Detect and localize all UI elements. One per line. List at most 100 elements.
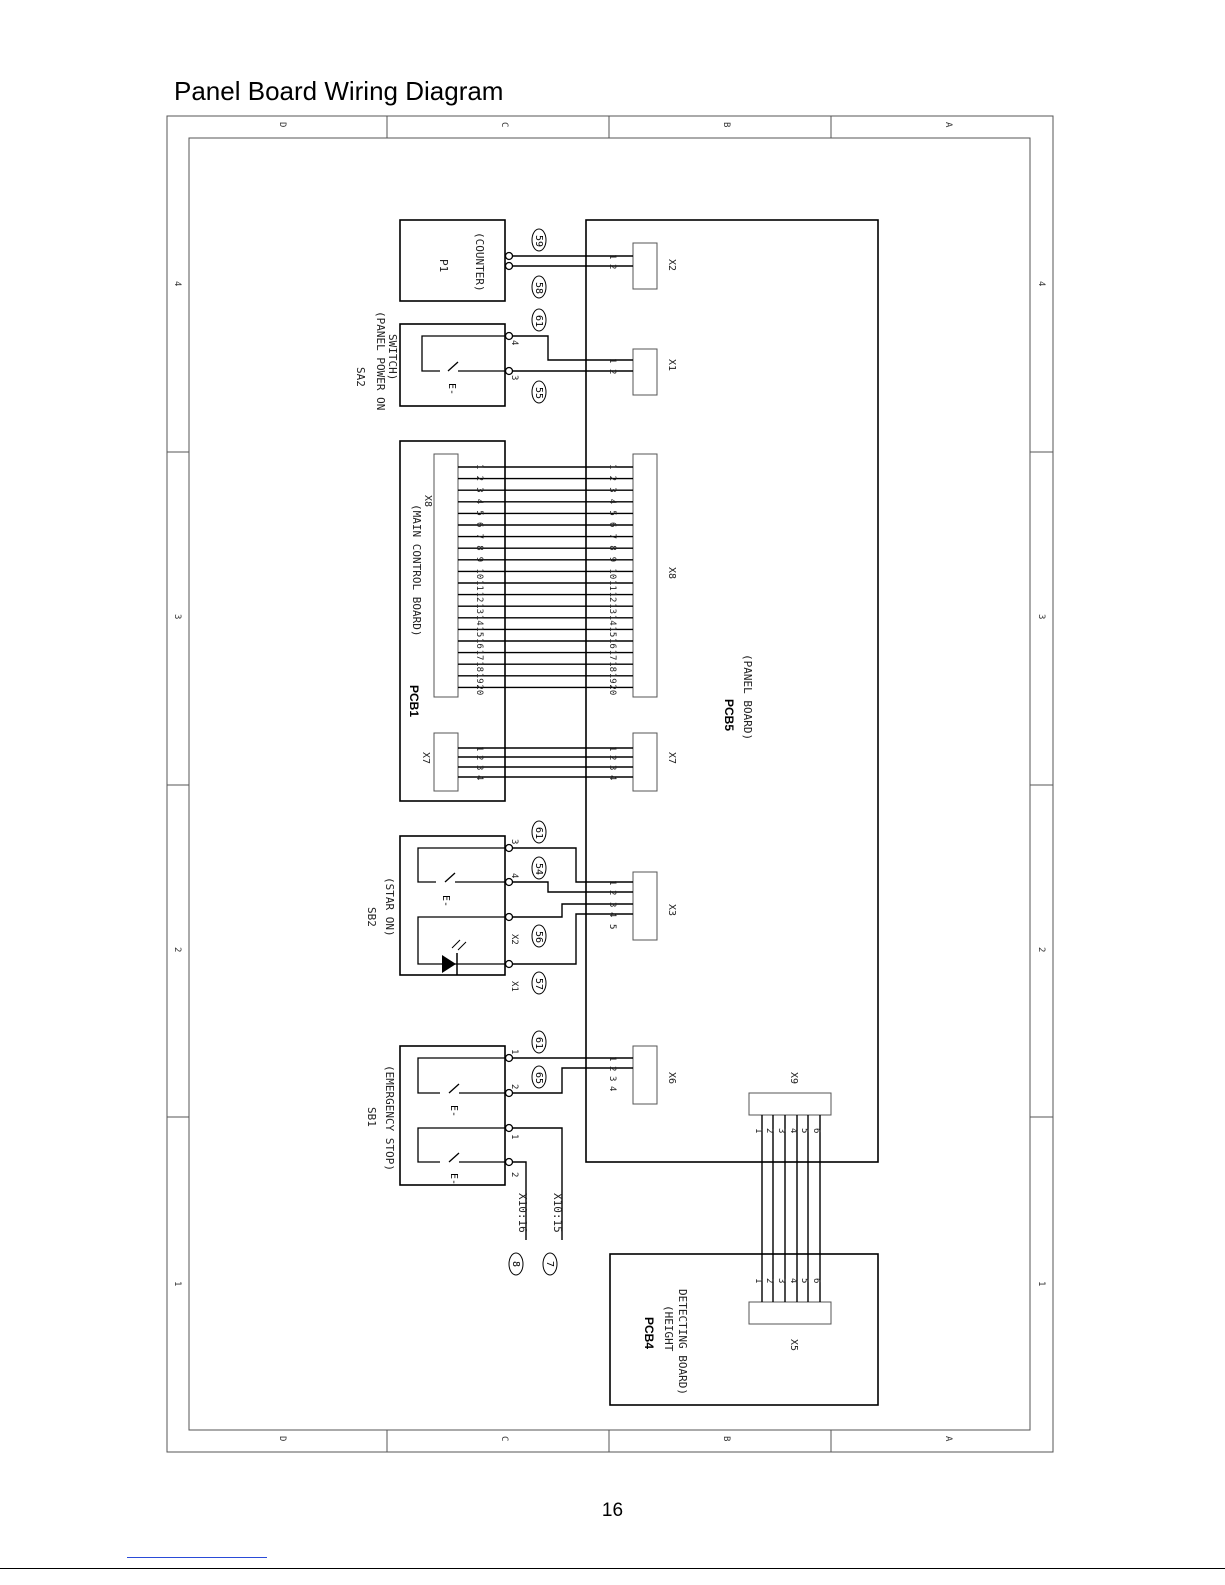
pin-label: 18 [607, 661, 617, 672]
wire-label: 7 [544, 1261, 555, 1267]
pin-label: 2 [607, 369, 617, 374]
pin-label: 16 [474, 638, 484, 649]
p1-desc: (COUNTER) [473, 232, 486, 292]
pin-label: 20 [607, 684, 617, 695]
pin-label: 4 [509, 340, 519, 345]
pin-label: 2 [607, 755, 617, 760]
pin-label: 1 [509, 1134, 519, 1139]
sa2-ref: SA2 [354, 367, 367, 387]
frame-col-top: B [721, 122, 731, 127]
pin-label: 1 [607, 880, 617, 885]
pin-label: 3 [607, 487, 617, 492]
pin-label: 13 [607, 603, 617, 614]
frame-col-bottom: A [943, 1436, 953, 1442]
sb1-ref: SB1 [365, 1107, 378, 1127]
sb1-switch-box [399, 1045, 506, 1186]
frame-row-left: 3 [172, 614, 182, 619]
sb2-desc: (STAR ON) [383, 877, 396, 937]
frame-row-left: 4 [172, 281, 182, 286]
wire-label: 59 [533, 235, 544, 247]
frame-col-top: A [943, 122, 953, 128]
pin-label: 16 [607, 638, 617, 649]
pin-label: 3 [509, 839, 519, 844]
connector-pcb5-x8 [632, 453, 658, 698]
pin-label: 6 [474, 522, 484, 527]
wire-label: 57 [533, 978, 544, 990]
wire-label: 54 [533, 863, 544, 875]
pin-label: 4 [607, 1086, 617, 1091]
pin-label: 2 [607, 476, 617, 481]
pcb4-ref: PCB4 [642, 1317, 656, 1349]
pin-label: 2 [764, 1128, 774, 1133]
pin-label: 1 [753, 1278, 763, 1283]
sa2-switch-box [399, 323, 506, 407]
wires [458, 255, 821, 1302]
pin-label: 3 [607, 902, 617, 907]
pcb1-board [399, 440, 506, 802]
pin-label: 11 [607, 580, 617, 591]
external-x10-15: X10:15 [551, 1193, 564, 1233]
frame-row-left: 1 [172, 1281, 182, 1286]
pin-label: 4 [474, 499, 484, 504]
connector-x6 [632, 1045, 658, 1105]
pin-label: 5 [799, 1278, 809, 1283]
pin-label: 4 [509, 873, 519, 878]
x8-bus-wires [458, 466, 633, 689]
pcb1-desc: (MAIN CONTROL BOARD) [410, 504, 423, 636]
connector-pcb1-x7 [433, 732, 459, 792]
pin-label: X2 [509, 934, 519, 945]
pin-label: 8 [607, 545, 617, 550]
pin-label: 2 [509, 1172, 519, 1177]
wire-label: 55 [533, 387, 544, 399]
pin-label: 1 [607, 746, 617, 751]
pin-label: 9 [474, 557, 484, 562]
connector-label-pcb5-x7: X7 [666, 752, 677, 764]
pin-label: 2 [474, 476, 484, 481]
pin-label: 3 [474, 487, 484, 492]
wire-label: 56 [533, 931, 544, 943]
pin-label: 17 [474, 650, 484, 661]
connector-x9 [748, 1092, 832, 1116]
frame-row-right: 4 [1036, 281, 1046, 286]
pin-label: 4 [788, 1278, 798, 1283]
pin-label: 5 [474, 510, 484, 515]
pin-label: 1 [753, 1128, 763, 1133]
pin-label: 19 [607, 673, 617, 684]
page-title: Panel Board Wiring Diagram [174, 76, 504, 106]
pin-label: 12 [474, 592, 484, 603]
pin-label: 3 [776, 1128, 786, 1133]
pin-label: 1 [607, 358, 617, 363]
sb2-ref: SB2 [365, 907, 378, 927]
pin-label: 10 [474, 568, 484, 579]
frame-row-left: 2 [172, 947, 182, 952]
pcb4-desc: (HEIGHT [662, 1305, 675, 1352]
pin-label: 18 [474, 661, 484, 672]
led-icon [442, 939, 467, 975]
drawing-frame [166, 115, 1054, 1453]
pin-label: 20 [474, 684, 484, 695]
connector-x5 [748, 1301, 832, 1325]
pin-label: 6 [607, 522, 617, 527]
pin-label: X1 [509, 981, 519, 992]
wire-label: 65 [533, 1072, 544, 1084]
wire-label: 61 [533, 315, 544, 327]
pin-label: 9 [607, 557, 617, 562]
frame-row-right: 3 [1036, 614, 1046, 619]
svg-text:E-: E- [446, 383, 457, 395]
connector-x1 [632, 348, 658, 396]
svg-text:E-: E- [448, 1173, 459, 1185]
pin-label: 4 [474, 775, 484, 780]
pin-label: 10 [607, 568, 617, 579]
pin-label: 1 [509, 1049, 519, 1054]
switch-contacts [417, 335, 505, 1163]
pin-label: 14 [607, 615, 617, 626]
pin-label: 3 [607, 765, 617, 770]
wire-label: 61 [533, 1037, 544, 1049]
frame-labels: D C B A D C B A 4 3 2 1 4 3 2 1 [172, 122, 1046, 1442]
pin-label: 3 [509, 375, 519, 380]
p1-ref: P1 [437, 259, 450, 272]
connector-label-pcb5-x8: X8 [666, 567, 677, 579]
pin-label: 3 [474, 765, 484, 770]
wire-label: 61 [533, 827, 544, 839]
